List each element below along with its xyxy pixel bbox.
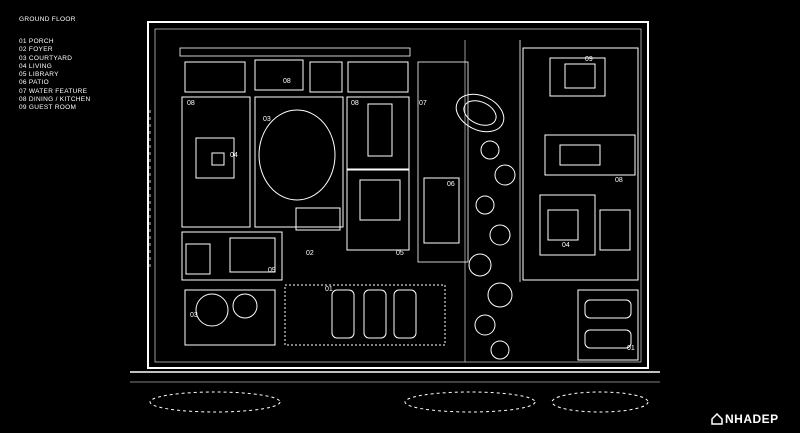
courtyard-garden	[258, 109, 336, 201]
legend-item: 04 LIVING	[19, 62, 53, 70]
courtyard	[254, 96, 344, 228]
shrub-row	[551, 391, 649, 413]
tree	[195, 293, 229, 327]
room-label-07: 07	[419, 100, 427, 107]
guest-house	[522, 47, 639, 281]
legend-item: 03 COURTYARD	[19, 54, 73, 62]
room-label-01: 01	[325, 286, 333, 293]
room-label-04: 04	[562, 242, 570, 249]
wall	[179, 47, 411, 57]
tree	[474, 314, 496, 336]
library	[346, 169, 410, 251]
legend-item: 01 PORCH	[19, 38, 54, 45]
room-label-03: 03	[263, 116, 271, 123]
room-label-04: 04	[230, 152, 238, 159]
outer-wall	[147, 21, 649, 369]
water-pool-inner	[463, 100, 497, 126]
room	[347, 61, 409, 93]
legend-item: 06 PATIO	[19, 79, 49, 87]
water-feature	[417, 61, 469, 263]
legend-item: 08 DINING / KITCHEN	[19, 96, 91, 104]
room-label-03: 03	[190, 312, 198, 319]
room-label-05: 05	[396, 250, 404, 257]
legend-item: 05 LIBRARY	[19, 71, 59, 79]
car	[363, 289, 387, 339]
shrub-row	[404, 391, 536, 413]
room-label-08: 08	[187, 100, 195, 107]
brand-logo: NHADEP	[711, 412, 779, 426]
tree	[490, 340, 510, 360]
legend-item: 02 FOYER	[19, 46, 53, 54]
room-label-06: 06	[447, 181, 455, 188]
guest-room-right	[549, 57, 606, 97]
porch	[284, 284, 446, 346]
room-label-02: 02	[306, 250, 314, 257]
dining-room	[346, 96, 410, 170]
tree	[480, 140, 500, 160]
sofa-set	[547, 209, 579, 241]
car	[584, 329, 632, 349]
inner-wall	[154, 28, 642, 363]
dining-table	[367, 103, 393, 157]
courtyard-2	[184, 289, 276, 346]
foyer-room	[295, 207, 341, 231]
room	[309, 61, 343, 93]
coffee-table	[211, 152, 225, 166]
living-right	[539, 194, 596, 256]
tree	[468, 253, 492, 277]
patio	[423, 177, 460, 244]
legend: GROUND FLOOR 01 PORCH 02 FOYER 03 COURTY…	[19, 16, 90, 113]
tree	[232, 293, 258, 319]
sofa-set	[195, 137, 235, 179]
dining-table	[559, 144, 601, 166]
room-label-08: 08	[351, 100, 359, 107]
water-pool	[455, 93, 505, 133]
room	[599, 209, 631, 251]
legend-item: 07 WATER FEATURE	[19, 87, 88, 95]
room-label-09: 09	[268, 267, 276, 274]
legend-item: 09 GUEST ROOM	[19, 104, 77, 112]
house-icon	[711, 413, 723, 425]
room-label-08: 08	[615, 177, 623, 184]
tree	[494, 164, 516, 186]
bed	[229, 237, 276, 273]
car	[331, 289, 355, 339]
tree	[489, 224, 511, 246]
room-label-01: 01	[627, 345, 635, 352]
garage	[577, 289, 639, 361]
dining-kitchen	[544, 134, 636, 176]
car	[393, 289, 417, 339]
stair	[185, 243, 211, 275]
guest-room	[181, 231, 283, 281]
bed	[564, 63, 596, 89]
library-sofa	[359, 179, 401, 221]
logo-text: NHADEP	[725, 412, 779, 426]
tree	[487, 282, 513, 308]
room-label-08: 08	[283, 78, 291, 85]
room	[254, 59, 304, 91]
living-room	[181, 96, 251, 228]
shrub-row	[149, 391, 281, 413]
room-label-09: 09	[585, 56, 593, 63]
room	[184, 61, 246, 93]
legend-title: GROUND FLOOR	[19, 16, 76, 23]
car	[584, 299, 632, 319]
tree	[475, 195, 495, 215]
